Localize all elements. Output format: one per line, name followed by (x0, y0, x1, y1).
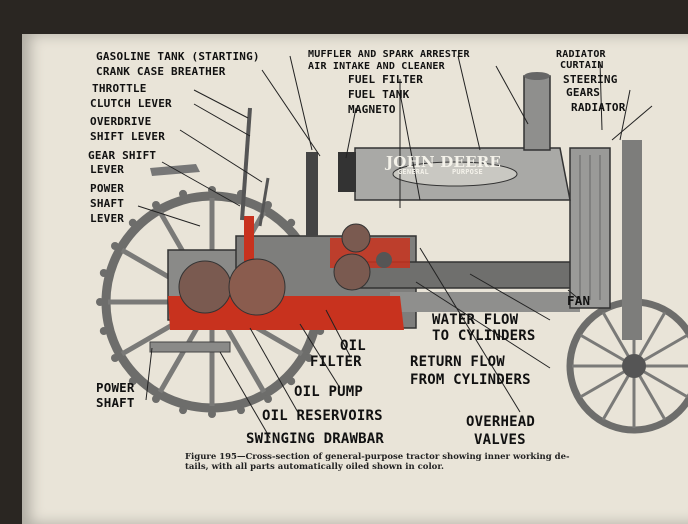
muffler-stack (523, 75, 551, 151)
label-overdrive-shift-lever: SHIFT LEVER (90, 130, 166, 143)
label-gasoline-tank: GASOLINE TANK (STARTING) (96, 50, 260, 63)
label-radiator-curtain-1: RADIATOR (556, 49, 606, 60)
rear-lug (128, 377, 137, 386)
clutch-lever-rod (240, 107, 252, 221)
hood-brand: JOHN DEERE (386, 153, 502, 171)
caption-line-2: tails, with all parts automatically oile… (185, 462, 445, 472)
label-oil-pump: OIL PUMP (294, 384, 364, 400)
label-return-flow-1: RETURN FLOW (410, 354, 505, 370)
label-power-shaft-1: POWER (96, 380, 135, 395)
rear-lug (179, 406, 188, 415)
front-wheel (566, 140, 688, 434)
label-muffler: MUFFLER AND SPARK ARRESTER (308, 49, 470, 60)
label-air-intake: AIR INTAKE AND CLEANER (308, 61, 445, 72)
label-power-shaft-2: SHAFT (96, 395, 135, 410)
label-oil-filter-1: OIL (340, 338, 366, 354)
label-fuel-filter: FUEL FILTER (348, 73, 424, 86)
rear-lug (99, 269, 108, 278)
label-fuel-tank: FUEL TANK (348, 88, 410, 101)
label-radiator: RADIATOR (571, 101, 626, 114)
rear-lug (179, 189, 188, 198)
label-crank-case-breather: CRANK CASE BREATHER (96, 65, 226, 78)
label-oil-filter-2: FILTER (310, 354, 362, 370)
rear-lug (236, 406, 245, 415)
figure-caption: Figure 195—Cross-section of general-purp… (185, 452, 615, 472)
label-water-flow-1: WATER FLOW (432, 312, 519, 328)
rear-lug (152, 201, 160, 210)
label-water-flow-2: TO CYLINDERS (432, 328, 536, 344)
label-swinging-drawbar: SWINGING DRAWBAR (246, 431, 385, 447)
label-clutch-lever: CLUTCH LEVER (90, 97, 172, 110)
label-oil-reservoirs: OIL RESERVOIRS (262, 408, 383, 424)
rear-lug (152, 394, 160, 403)
caption-line-1: Figure 195—Cross-section of general-purp… (185, 452, 570, 462)
rear-lug (264, 394, 272, 403)
label-power-shaft-lever-3: LEVER (90, 212, 125, 225)
label-steering-1: STEERING (563, 73, 618, 86)
label-return-flow-2: FROM CYLINDERS (410, 372, 531, 388)
label-overhead-valves-1: OVERHEAD (466, 414, 536, 430)
rear-lug (208, 410, 216, 418)
leader-lines (137, 55, 653, 439)
label-throttle: THROTTLE (92, 82, 147, 95)
rear-lug (111, 354, 120, 362)
tractor-body (149, 72, 611, 353)
rear-lug (264, 201, 272, 210)
label-power-shaft-lever-1: POWER (90, 182, 125, 195)
rear-lug (287, 218, 296, 227)
oiled-oil-line (244, 216, 254, 296)
gasoline-tank-starting (306, 152, 318, 236)
label-gear-shift-lever: LEVER (90, 163, 125, 176)
magneto-unit (338, 152, 356, 192)
label-overdrive: OVERDRIVE (90, 115, 152, 128)
transmission-gear-right (228, 258, 286, 316)
drawbar (149, 341, 231, 353)
hood-badge-right: PURPOSE (452, 168, 483, 176)
steering-column (622, 140, 642, 340)
seat (150, 164, 200, 176)
label-power-shaft-lever-2: SHAFT (90, 197, 125, 210)
label-magneto: MAGNETO (348, 103, 396, 116)
transmission-gear-left (178, 260, 232, 314)
label-radiator-curtain-2: CURTAIN (560, 60, 604, 71)
rear-lug (304, 354, 313, 362)
hood-badge-left: GENERAL (398, 168, 429, 176)
rear-lug (128, 218, 137, 227)
label-overhead-valves-2: VALVES (474, 432, 526, 448)
rear-lug (99, 326, 108, 335)
rear-lug (96, 298, 104, 306)
rear-lug (111, 242, 120, 250)
label-gear-shift: GEAR SHIFT (88, 149, 157, 162)
oiled-oil-reservoir (168, 296, 404, 330)
rear-lug (287, 377, 296, 386)
label-fan: FAN (567, 293, 591, 308)
label-steering-2: GEARS (566, 86, 601, 99)
